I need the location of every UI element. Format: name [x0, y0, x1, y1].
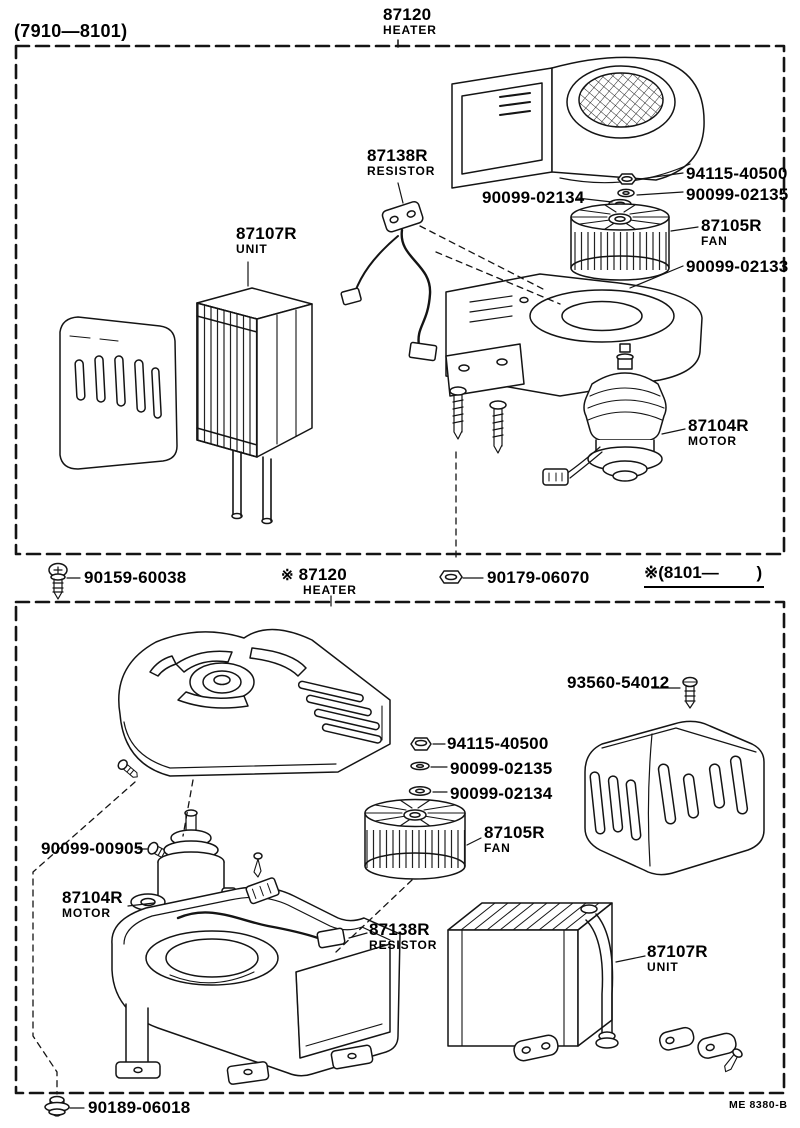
clip-icon	[44, 1095, 85, 1117]
label-resistor-top: 87138R RESISTOR	[367, 147, 435, 179]
part-name-text: RESISTOR	[369, 937, 438, 952]
part-number-text: 90099-02133	[686, 257, 789, 276]
part-name-text: MOTOR	[688, 433, 737, 448]
fastener-stack-top	[608, 173, 637, 210]
label-nut-top: 94115-40500	[686, 165, 787, 183]
label-unit-bottom: 87107R UNIT	[647, 943, 708, 975]
tapping-screw-icon	[651, 676, 698, 709]
blower-motor-top	[542, 343, 667, 486]
part-number-text: 90159-60038	[84, 568, 187, 587]
part-name-text: UNIT	[236, 241, 268, 256]
label-unit-top: 87107R UNIT	[236, 225, 297, 257]
label-washer-lower-top: 90099-02133	[686, 258, 788, 276]
part-number-text: 87107R	[647, 942, 708, 961]
label-clip-bottom: 90189-06018	[88, 1099, 190, 1117]
lower-case-tray	[111, 852, 401, 1085]
label-washer-spring-bottom: 90099-02135	[450, 760, 552, 778]
label-fan-bottom: 87105R FAN	[484, 824, 545, 856]
mounting-bolts	[449, 386, 507, 454]
part-name-text: UNIT	[647, 959, 679, 974]
part-name-text: FAN	[701, 233, 728, 248]
range-reference-text: ※(8101— )	[644, 564, 765, 588]
fan-wheel-top	[570, 203, 670, 281]
screw-icon	[48, 562, 81, 600]
part-number-text: 90099-00905	[41, 839, 144, 858]
label-washer-spring-top: 90099-02135	[686, 186, 788, 204]
label-legend-screw: 90159-60038	[84, 569, 186, 587]
blower-lower-housing	[445, 273, 703, 397]
part-number-text: 90099-02135	[686, 185, 789, 204]
fan-wheel-bottom	[364, 798, 466, 880]
part-number-text: 90179-06070	[487, 568, 590, 587]
drawing-code: ME 8380-B	[729, 1099, 788, 1111]
heater-core-bottom	[447, 902, 743, 1073]
part-number-text: 90189-06018	[88, 1098, 191, 1117]
heater-core-top	[196, 287, 313, 525]
label-motor-screw-bottom: 90099-00905	[41, 840, 143, 858]
label-motor-bottom: 87104R MOTOR	[62, 889, 123, 921]
part-name-text: FAN	[484, 840, 511, 855]
label-nut-bottom: 94115-40500	[447, 735, 548, 753]
leader-lines-bottom	[32, 779, 646, 1095]
part-number-text: 90099-02135	[450, 759, 553, 778]
label-legend-heater-ref: ※ 87120 HEATER	[281, 566, 357, 598]
part-number-text: 94115-40500	[686, 164, 788, 183]
label-tapping-screw-bottom: 93560-54012	[567, 674, 669, 692]
panel-borders	[14, 44, 786, 1095]
nut-icon	[439, 570, 484, 584]
label-motor-top: 87104R MOTOR	[688, 417, 749, 449]
blower-upper-housing	[451, 56, 705, 189]
part-number-text: 90099-02134	[482, 188, 585, 207]
label-resistor-bottom: 87138R RESISTOR	[369, 921, 437, 953]
part-number-text: 87104R	[688, 416, 749, 435]
part-number-text: 87105R	[701, 216, 762, 235]
part-number-text: 87120	[298, 565, 347, 584]
leader-lines-top	[247, 172, 699, 561]
part-number-text: 87120	[383, 5, 432, 24]
part-name-text: HEATER	[303, 582, 357, 597]
part-number-text: 90099-02134	[450, 784, 553, 803]
part-number-text: 87138R	[369, 920, 430, 939]
label-assembly-title: 87120 HEATER	[383, 6, 437, 38]
part-number-text: 87105R	[484, 823, 545, 842]
label-legend-range-ref: ※(8101— )	[644, 564, 765, 588]
part-number-text: 94115-40500	[447, 734, 549, 753]
side-cover-top	[59, 316, 178, 470]
case-top-cover-bottom-panel	[117, 628, 391, 778]
resistor-harness-top	[340, 200, 561, 362]
part-number-text: 93560-54012	[567, 673, 670, 692]
production-range-header: (7910—8101)	[14, 21, 128, 41]
fastener-column-bottom	[408, 737, 448, 796]
label-washer-plate-bottom: 90099-02134	[450, 785, 552, 803]
part-name-text: HEATER	[383, 22, 437, 37]
reference-marker: ※	[281, 567, 294, 584]
part-number-text: 87104R	[62, 888, 123, 907]
label-washer-plate-top: 90099-02134	[482, 189, 584, 207]
part-name-text: MOTOR	[62, 905, 111, 920]
part-name-text: RESISTOR	[367, 163, 436, 178]
part-number-text: 87138R	[367, 146, 428, 165]
part-number-text: 87107R	[236, 224, 297, 243]
label-legend-nut: 90179-06070	[487, 569, 589, 587]
label-fan-top: 87105R FAN	[701, 217, 762, 249]
cover-box-bottom	[584, 720, 765, 876]
